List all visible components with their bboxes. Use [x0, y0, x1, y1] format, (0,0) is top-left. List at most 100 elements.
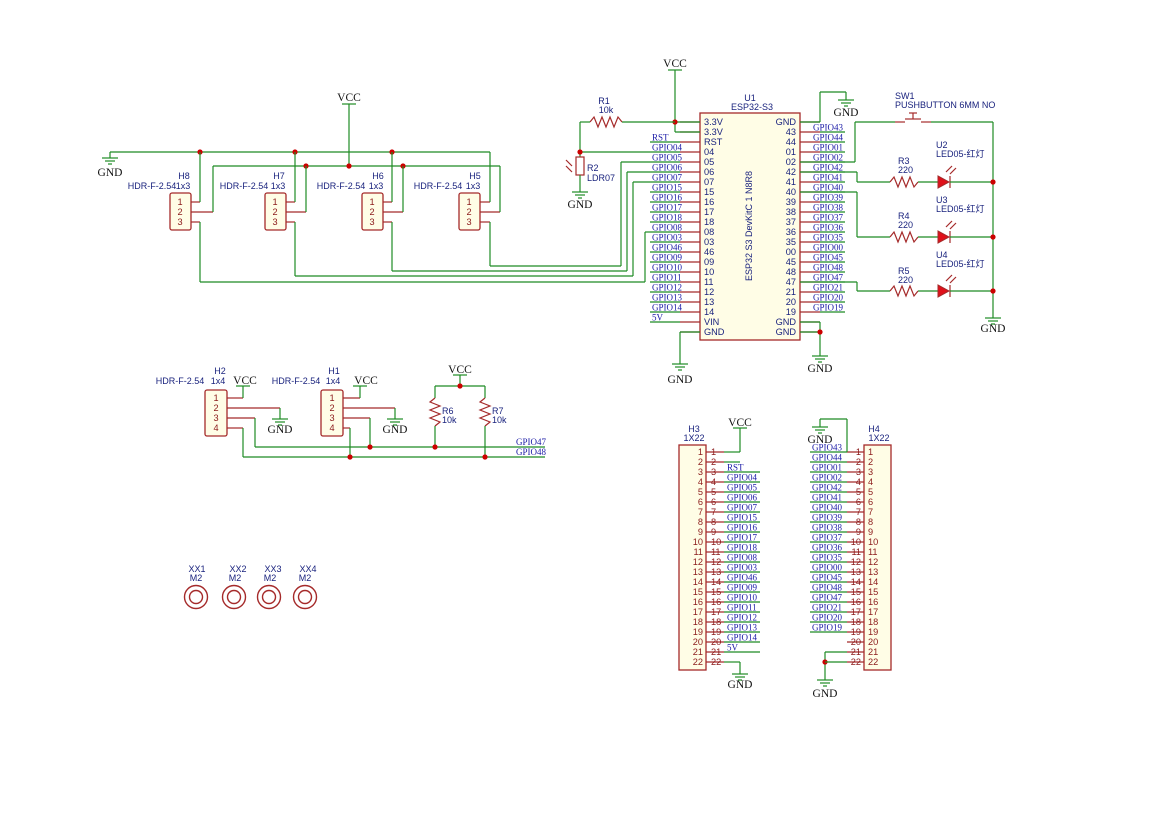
u1-right-net-label: GPIO47 — [813, 273, 844, 283]
h3-pin-number-inner: 11 — [711, 547, 721, 557]
h4-pin-number: 4 — [868, 477, 873, 487]
h3-pin-number-inner: 1 — [711, 447, 716, 457]
h3-net-label: GPIO13 — [727, 623, 758, 633]
h4-net-label: GPIO42 — [812, 483, 842, 493]
u1-body — [699, 112, 801, 341]
u1-left-pin-label: RST — [704, 137, 723, 147]
h4-pin-number: 8 — [868, 517, 873, 527]
led-branch-2[interactable]: R4 220 U3 LED05-红灯 — [800, 191, 996, 244]
u1-right-pin-label: 44 — [786, 137, 796, 147]
u1-right-net-label: GPIO39 — [813, 193, 844, 203]
h4-net-label: GPIO21 — [812, 603, 842, 613]
u1-right-pin-label: GND — [776, 327, 797, 337]
h4-pin-number-inner: 4 — [856, 477, 861, 487]
h3-net-label: GPIO10 — [727, 593, 758, 603]
header-gpio-wiring — [620, 161, 650, 282]
h8-header[interactable]: 1 2 3 H8 HDR-F-2.54 1x3 — [128, 152, 645, 283]
h3-pin-number: 2 — [698, 457, 703, 467]
u1-esp32-module[interactable]: U1 ESP32-S3 ESP32 S3 DevKitC 1 N8R8 3.3V… — [650, 93, 845, 341]
u1-right-pin-label: 01 — [786, 147, 796, 157]
r6-value: 10k — [442, 415, 457, 425]
h6-header[interactable]: 1 2 3 H6 HDR-F-2.54 1x3 — [317, 152, 627, 272]
h4-pin-number-inner: 19 — [851, 627, 861, 637]
h3-net-label: RST — [727, 463, 744, 473]
led-branch-3[interactable]: R5 220 U4 LED05-红灯 — [800, 250, 996, 298]
h3-pin-number: 15 — [693, 587, 703, 597]
u1-right-pin-label: 38 — [786, 207, 796, 217]
h4-value: 1X22 — [868, 433, 889, 443]
u1-left-pin-label: 13 — [704, 297, 714, 307]
r1-value: 10k — [599, 105, 614, 115]
h7-size: 1x3 — [271, 181, 286, 191]
u1-left-pin-label: 3.3V — [704, 117, 724, 127]
h4-pin-number-inner: 22 — [851, 657, 861, 667]
h5-header[interactable]: 1 2 3 H5 HDR-F-2.54 1x3 — [414, 152, 621, 267]
h4-pin-number: 19 — [868, 627, 878, 637]
h3-pin-number-inner: 3 — [711, 467, 716, 477]
h6-size: 1x3 — [369, 181, 384, 191]
u1-right-pin-label: 47 — [786, 277, 796, 287]
u1-right-pin-label: 45 — [786, 257, 796, 267]
u1-left-net-label: RST — [652, 133, 669, 143]
svg-text:2: 2 — [329, 403, 334, 413]
svg-text:2: 2 — [177, 207, 182, 217]
u1-top-gnd-label: GND — [834, 107, 859, 119]
h3-pin-number: 7 — [698, 507, 703, 517]
svg-text:XX3: XX3 — [264, 564, 281, 574]
led-branch-1[interactable]: R3 220 U2 LED05-红灯 — [800, 140, 996, 189]
u3-value: LED05-红灯 — [936, 203, 985, 214]
h4-net-label: GPIO48 — [812, 583, 843, 593]
r6-ref: R6 — [442, 406, 454, 416]
h7-header[interactable]: 1 2 3 H7 HDR-F-2.54 1x3 — [220, 152, 633, 277]
u1-bottom-right-gnd-label: GND — [808, 363, 833, 375]
h4-pins: 11GPIO4322GPIO4433GPIO0144GPIO0255GPIO42… — [810, 443, 878, 667]
h3-pin-number-inner: 21 — [711, 647, 721, 657]
r4-ref: R4 — [898, 211, 910, 221]
u1-left-pin-label: 04 — [704, 147, 714, 157]
u1-right-pin-label: 39 — [786, 197, 796, 207]
h4-net-label: GPIO20 — [812, 613, 843, 623]
h4-pin-number-inner: 21 — [851, 647, 861, 657]
u1-top-gnd: GND — [800, 91, 859, 123]
h1-ref: H1 — [328, 366, 340, 376]
u1-right-net-label: GPIO01 — [813, 143, 843, 153]
hole-xx1: XX1 M2 — [183, 564, 209, 610]
h1-header[interactable]: 1 2 3 4 VCC GND H1 HDR-F-2.54 1x4 — [272, 366, 408, 460]
r1-ref: R1 — [598, 96, 610, 106]
h7-value: HDR-F-2.54 — [220, 181, 269, 191]
h4-pin-number: 1 — [868, 447, 873, 457]
u1-value: ESP32-S3 — [731, 102, 773, 112]
h3-gnd-label: GND — [728, 679, 753, 691]
u4-value: LED05-红灯 — [936, 258, 985, 269]
svg-text:M2: M2 — [229, 573, 242, 583]
h4-net-label: GPIO00 — [812, 563, 843, 573]
u1-left-net-label: GPIO09 — [652, 253, 683, 263]
svg-text:4: 4 — [213, 423, 218, 433]
u1-right-net-label: GPIO43 — [813, 123, 844, 133]
h2-ref: H2 — [214, 366, 226, 376]
u1-left-net-label: GPIO17 — [652, 203, 683, 213]
h3-net-label: GPIO18 — [727, 543, 758, 553]
sw1-pushbutton[interactable]: SW1 PUSHBUTTON 6MM NO — [800, 91, 995, 318]
h2-header[interactable]: 1 2 3 4 VCC GND H2 HDR-F-2.54 1x4 — [156, 366, 545, 458]
h3-body — [678, 444, 707, 671]
h3-net-label: GPIO11 — [727, 603, 757, 613]
r1-resistor[interactable]: R1 10k — [580, 96, 675, 129]
h4-header[interactable]: H4 1X22 11GPIO4322GPIO4433GPIO0144GPIO02… — [808, 418, 892, 700]
u1-left-pin-label: 07 — [704, 177, 714, 187]
h3-net-label: 5V — [727, 643, 739, 653]
u3-ref: U3 — [936, 195, 948, 205]
u1-left-pin-label: 16 — [704, 197, 714, 207]
u1-left-net-label: GPIO06 — [652, 163, 683, 173]
u1-right-pin-label: 21 — [786, 287, 796, 297]
h3-pin-number: 19 — [693, 627, 703, 637]
r6-r7-pullups[interactable]: VCC R6 10k R7 10k GPIO47 GPIO48 — [428, 364, 547, 460]
h4-pin-number: 7 — [868, 507, 873, 517]
h1-gnd-label: GND — [383, 424, 408, 436]
u1-left-pin-label: 09 — [704, 257, 714, 267]
r4-value: 220 — [898, 220, 913, 230]
r2-ldr[interactable]: GND R2 LDR07 — [565, 122, 650, 211]
r7-ref: R7 — [492, 406, 504, 416]
u1-right-net-label: GPIO45 — [813, 253, 844, 263]
